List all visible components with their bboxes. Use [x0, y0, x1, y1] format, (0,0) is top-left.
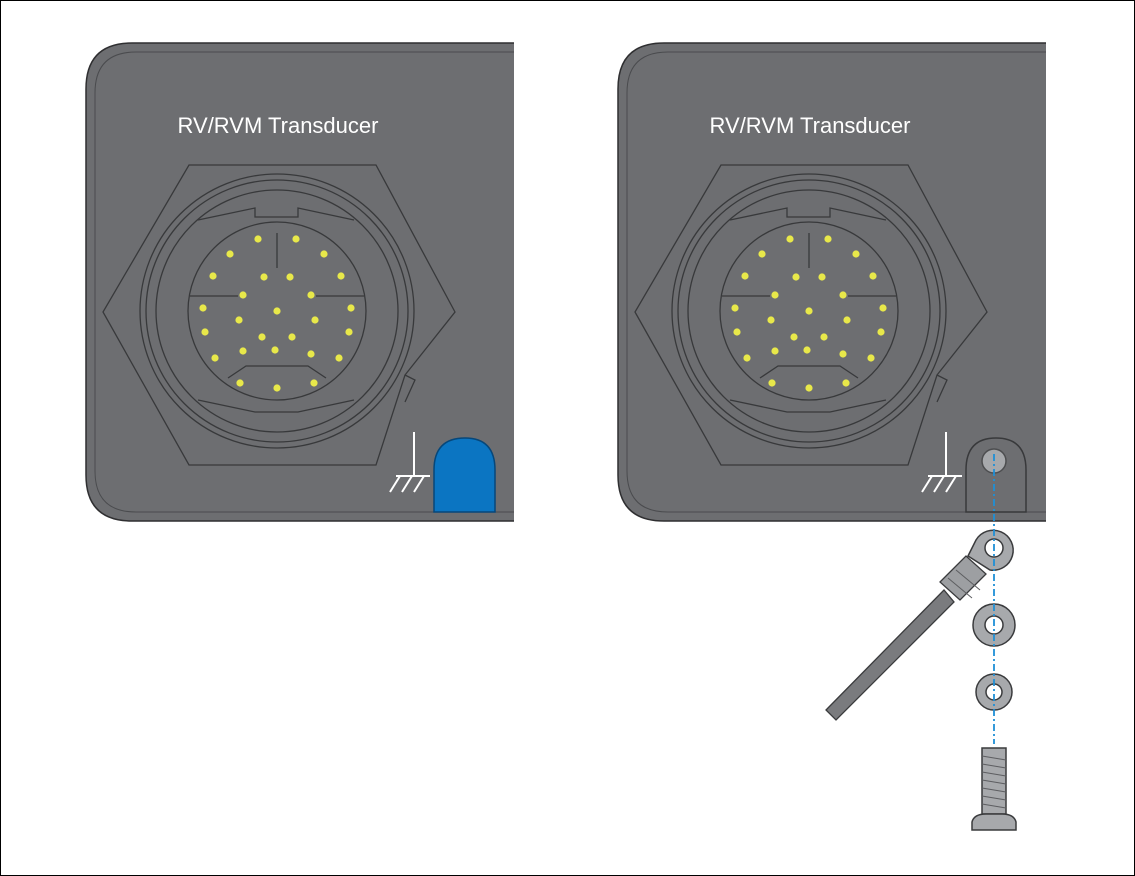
connector-pin: [839, 291, 847, 299]
connector-pin: [879, 304, 887, 312]
connector-pin: [271, 346, 279, 354]
connector-rings: [139, 173, 415, 449]
ground-wire-assembly: [825, 529, 1014, 721]
connector-pin: [239, 347, 247, 355]
connector-pin: [260, 273, 268, 281]
connector-pin: [307, 291, 315, 299]
connector-pin: [758, 250, 766, 258]
panel-title: RV/RVM Transducer: [710, 113, 911, 138]
connector-pin: [877, 328, 885, 336]
connector-pin: [792, 273, 800, 281]
ground-symbol-icon: [389, 432, 430, 493]
connector-pin: [235, 316, 243, 324]
connector-pin: [310, 379, 318, 387]
ground-stud-boss: [965, 437, 1027, 513]
connector-pin: [839, 350, 847, 358]
connector-pin: [236, 379, 244, 387]
connector-pin: [273, 307, 281, 315]
connector-pin: [843, 316, 851, 324]
connector-pin: [768, 379, 776, 387]
connector-pin: [288, 333, 296, 341]
connector-pin: [852, 250, 860, 258]
left-panel: RV/RVM Transducer: [85, 42, 514, 522]
connector-pins: [199, 235, 355, 392]
connector-pin: [292, 235, 300, 243]
panel-title: RV/RVM Transducer: [178, 113, 379, 138]
connector-pin: [731, 304, 739, 312]
connector-pin: [337, 272, 345, 280]
connector-pin: [307, 350, 315, 358]
connector-pin: [320, 250, 328, 258]
device-panel-body: [85, 42, 514, 522]
connector-pin: [311, 316, 319, 324]
connector-pin: [767, 316, 775, 324]
connector-pin: [820, 333, 828, 341]
connector-pin: [786, 235, 794, 243]
connector-pin: [733, 328, 741, 336]
connector-pin: [258, 333, 266, 341]
connector-pin: [273, 384, 281, 392]
connector-pin: [867, 354, 875, 362]
connector-pin: [201, 328, 209, 336]
connector-pin: [345, 328, 353, 336]
connector-pin: [805, 384, 813, 392]
connector-pins: [731, 235, 887, 392]
connector-pin: [842, 379, 850, 387]
wire-crimp-sleeve: [939, 555, 987, 601]
protective-cap-icon: [433, 437, 496, 513]
connector-pin: [743, 354, 751, 362]
connector-pin: [869, 272, 877, 280]
screw-icon: [971, 747, 1017, 831]
connector-pin: [286, 273, 294, 281]
device-panel-body: [617, 42, 1046, 522]
connector-pin: [239, 291, 247, 299]
right-panel: RV/RVM Transducer: [617, 42, 1046, 522]
connector-pin: [803, 346, 811, 354]
connector-pin: [818, 273, 826, 281]
connector-pin: [335, 354, 343, 362]
connector-pin: [771, 347, 779, 355]
connector-pin: [254, 235, 262, 243]
connector-rings: [671, 173, 947, 449]
connector-pin: [805, 307, 813, 315]
connector-pin: [741, 272, 749, 280]
connector-pin: [771, 291, 779, 299]
connector-hex-nut: [634, 164, 988, 466]
connector-pin: [226, 250, 234, 258]
connector-pin: [824, 235, 832, 243]
connector-pin: [211, 354, 219, 362]
connector-pin: [199, 304, 207, 312]
connector-pin: [209, 272, 217, 280]
connector-pin: [347, 304, 355, 312]
ground-symbol-icon: [921, 432, 962, 493]
connector-pin: [790, 333, 798, 341]
ground-wire: [825, 589, 955, 721]
connector-hex-nut: [102, 164, 456, 466]
